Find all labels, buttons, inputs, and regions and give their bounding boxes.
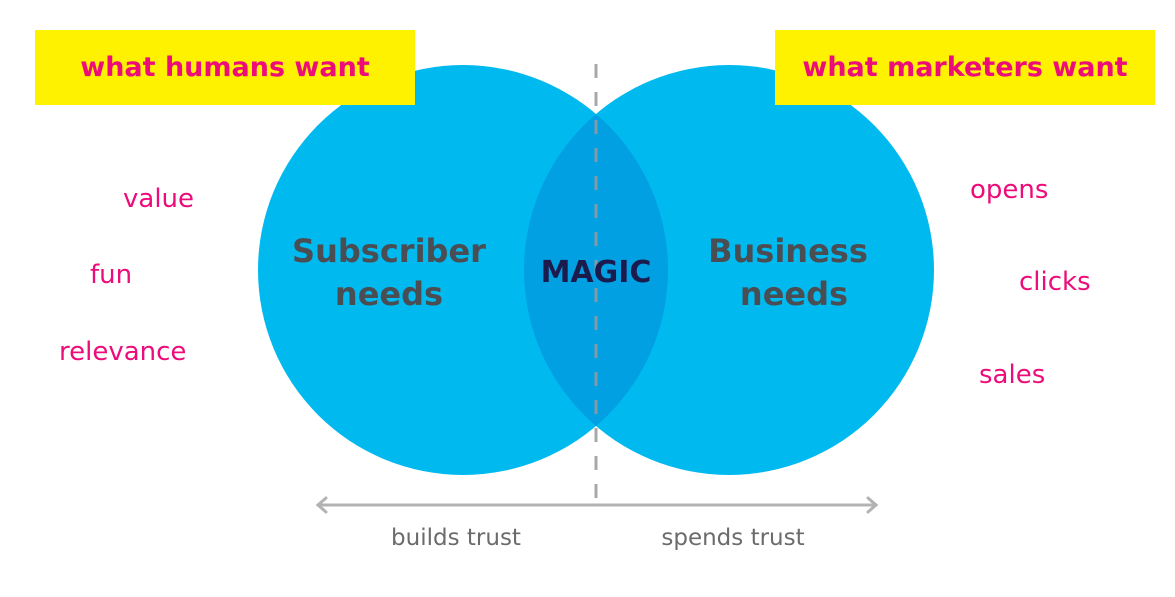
trust-axis-arrow xyxy=(315,496,879,514)
what-marketers-want-label: what marketers want xyxy=(775,30,1155,105)
right-list-item: opens xyxy=(970,175,1049,205)
what-humans-want-label: what humans want xyxy=(35,30,415,105)
subscriber-needs-line1: Subscriber xyxy=(292,232,486,270)
right-list-item: clicks xyxy=(1019,267,1091,297)
spends-trust-label: spends trust xyxy=(661,525,804,551)
right-list-item: sales xyxy=(979,360,1046,390)
left-list-item: value xyxy=(123,184,195,214)
builds-trust-label: builds trust xyxy=(391,525,521,551)
left-list-item: relevance xyxy=(59,337,187,367)
business-needs-line2: needs xyxy=(740,275,848,313)
magic-label: MAGIC xyxy=(541,255,652,290)
overlap-region xyxy=(524,65,668,475)
business-needs-line1: Business xyxy=(708,232,868,270)
left-list-item: fun xyxy=(90,260,133,290)
subscriber-needs-line2: needs xyxy=(335,275,443,313)
